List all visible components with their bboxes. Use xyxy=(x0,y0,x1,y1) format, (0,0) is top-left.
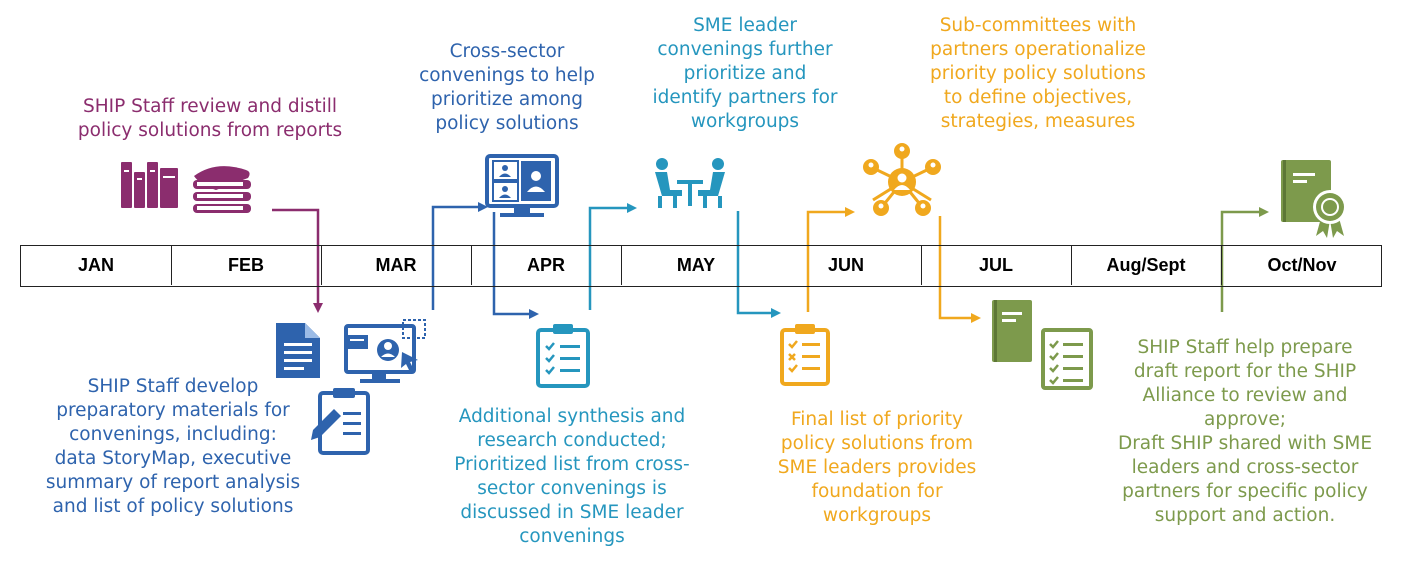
arrow-synthesis-to-sme xyxy=(588,203,637,310)
annotation-draft-report: SHIP Staff help prepare draft report for… xyxy=(1117,337,1373,526)
timeline-cell xyxy=(921,246,1071,285)
timeline-cell xyxy=(1221,246,1383,285)
month-label-aug-sept: Aug/Sept xyxy=(1106,255,1186,275)
annotation-ship-review: SHIP Staff review and distill policy sol… xyxy=(77,96,343,141)
annotation-preparatory-materials: SHIP Staff develop preparatory materials… xyxy=(45,376,301,517)
annotation-additional-synthesis: Additional synthesis and research conduc… xyxy=(454,406,690,547)
timeline-bar: JAN FEB MAR APR MAY JUN JUL Aug/Sept Oct… xyxy=(20,245,1382,287)
timeline-cell xyxy=(171,246,321,285)
computer-storymap-icon xyxy=(344,319,426,383)
annotation-sub-committees: Sub-committees with partners operational… xyxy=(930,15,1146,132)
checklist-clipboard-icon xyxy=(536,324,590,388)
books-icon xyxy=(121,162,178,208)
timeline-cell xyxy=(621,246,921,285)
annotation-cross-sector: Cross-sector convenings to help prioriti… xyxy=(419,41,595,134)
month-label-mar: MAR xyxy=(375,255,417,275)
month-label-jun: JUN xyxy=(827,255,864,275)
certificate-icon xyxy=(1281,160,1347,238)
month-label-feb: FEB xyxy=(228,255,264,275)
video-conference-icon xyxy=(485,154,559,217)
month-label-may: MAY xyxy=(676,255,716,275)
checklist-icon xyxy=(1041,328,1093,390)
timeline-cell xyxy=(471,246,621,285)
arrow-prep-to-crosssector xyxy=(431,202,488,310)
document-icon xyxy=(276,323,320,378)
timeline-cell xyxy=(321,246,471,285)
annotation-sme-convenings: SME leader convenings further prioritize… xyxy=(652,15,838,132)
month-label-jul: JUL xyxy=(978,255,1013,275)
arrow-draft-to-certificate xyxy=(1220,207,1269,312)
checklist-clipboard-icon xyxy=(780,324,830,386)
timeline-cell xyxy=(1071,246,1221,285)
arrow-review-to-prep xyxy=(272,208,323,313)
report-book-icon xyxy=(992,300,1032,362)
clipboard-edit-icon xyxy=(311,388,370,455)
month-label-apr: APR xyxy=(526,255,565,275)
annotation-final-list: Final list of priority policy solutions … xyxy=(777,409,977,526)
meeting-icon xyxy=(655,158,725,208)
month-label-jan: JAN xyxy=(77,255,114,275)
network-icon xyxy=(863,143,941,216)
arrow-crosssector-to-synthesis xyxy=(492,212,539,319)
month-label-oct-nov: Oct/Nov xyxy=(1267,255,1337,275)
arrow-subcommittees-to-report xyxy=(938,216,981,323)
arrow-finallist-to-subcommittees xyxy=(806,207,855,312)
stacked-books-icon xyxy=(193,166,251,213)
